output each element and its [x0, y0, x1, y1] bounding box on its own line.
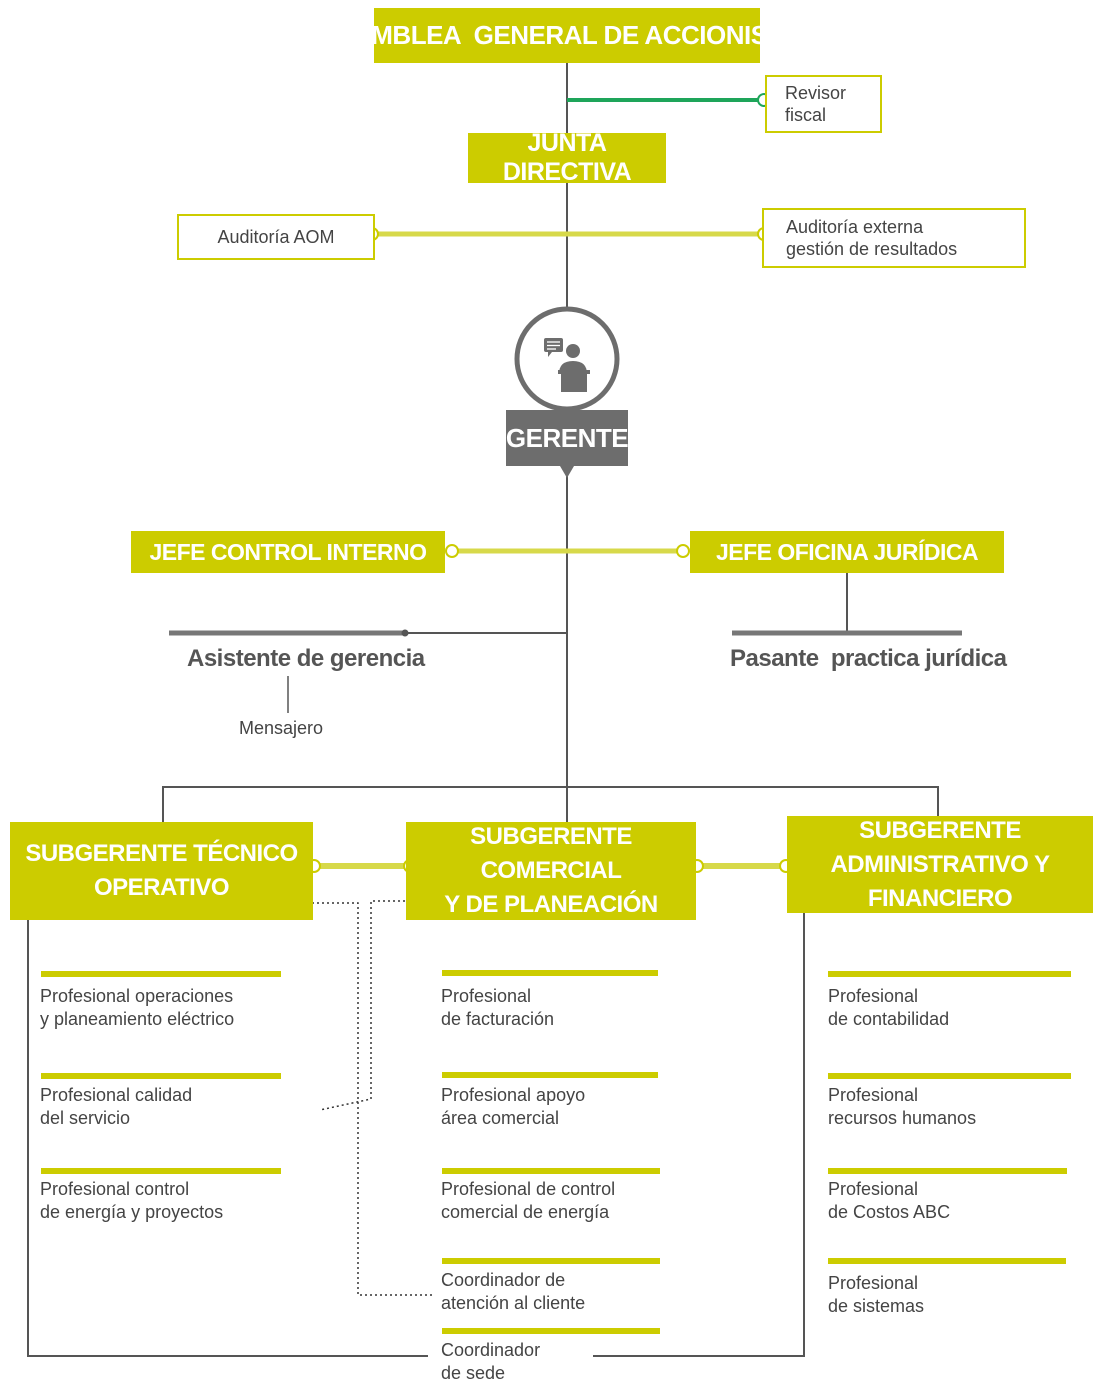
gerente-label: GERENTE — [505, 422, 629, 453]
subgerente-comercial-box: SUBGERENTE COMERCIAL Y DE PLANEACIÓN — [406, 822, 696, 920]
comercial-item-1: Profesional de facturación — [441, 986, 555, 1029]
asamblea-box: ASAMBLEA GENERAL DE ACCIONISTAS — [318, 8, 817, 63]
tecnico-item-1: Profesional operaciones y planeamiento e… — [40, 986, 235, 1029]
comercial-item-2: Profesional apoyo área comercial — [441, 1085, 586, 1128]
administrativo-item-4: Profesional de sistemas — [828, 1273, 925, 1316]
pasante-label: Pasante practica jurídica — [730, 645, 1007, 672]
control-interno-label: JEFE CONTROL INTERNO — [149, 538, 427, 565]
comercial-item-3: Profesional de control comercial de ener… — [441, 1179, 616, 1222]
administrativo-item-2: Profesional recursos humanos — [828, 1085, 977, 1128]
asamblea-label: ASAMBLEA GENERAL DE ACCIONISTAS — [317, 20, 817, 50]
tecnico-item-2: Profesional calidad del servicio — [40, 1085, 193, 1128]
revisor-label: Revisor fiscal — [785, 83, 847, 125]
auditoria-externa-box: Auditoría externa gestión de resultados — [762, 208, 1026, 268]
control-interno-box: JEFE CONTROL INTERNO — [131, 531, 445, 573]
asistente-label: Asistente de gerencia — [187, 645, 425, 672]
comercial-item-4: Coordinador de atención al cliente — [441, 1270, 586, 1313]
mensajero-label: Mensajero — [239, 718, 324, 738]
administrativo-item-1: Profesional de contabilidad — [828, 986, 950, 1029]
junta-box: JUNTA DIRECTIVA — [468, 129, 666, 186]
revisor-box: Revisor fiscal — [765, 75, 882, 133]
comercial-item-5: Coordinador de sede — [441, 1340, 541, 1383]
administrativo-item-3: Profesional de Costos ABC — [828, 1179, 951, 1222]
subgerente-comercial-label: SUBGERENTE COMERCIAL Y DE PLANEACIÓN — [444, 823, 658, 918]
subgerente-administrativo-box: SUBGERENTE ADMINISTRATIVO Y FINANCIERO — [787, 816, 1093, 913]
subgerente-tecnico-label: SUBGERENTE TÉCNICO OPERATIVO — [25, 840, 298, 901]
subgerente-tecnico-box: SUBGERENTE TÉCNICO OPERATIVO — [10, 822, 313, 920]
oficina-juridica-box: JEFE OFICINA JURÍDICA — [690, 531, 1004, 573]
tecnico-item-3: Profesional control de energía y proyect… — [40, 1179, 224, 1222]
speaker-at-podium-icon — [514, 306, 620, 412]
junta-label: JUNTA DIRECTIVA — [502, 129, 632, 186]
auditoria-externa-label: Auditoría externa gestión de resultados — [786, 217, 958, 259]
gerente-box: GERENTE — [505, 410, 629, 466]
auditoria-aom-box: Auditoría AOM — [177, 214, 375, 260]
auditoria-aom-label: Auditoría AOM — [217, 226, 335, 247]
subgerente-administrativo-label: SUBGERENTE ADMINISTRATIVO Y FINANCIERO — [830, 816, 1050, 912]
oficina-juridica-label: JEFE OFICINA JURÍDICA — [715, 538, 979, 565]
